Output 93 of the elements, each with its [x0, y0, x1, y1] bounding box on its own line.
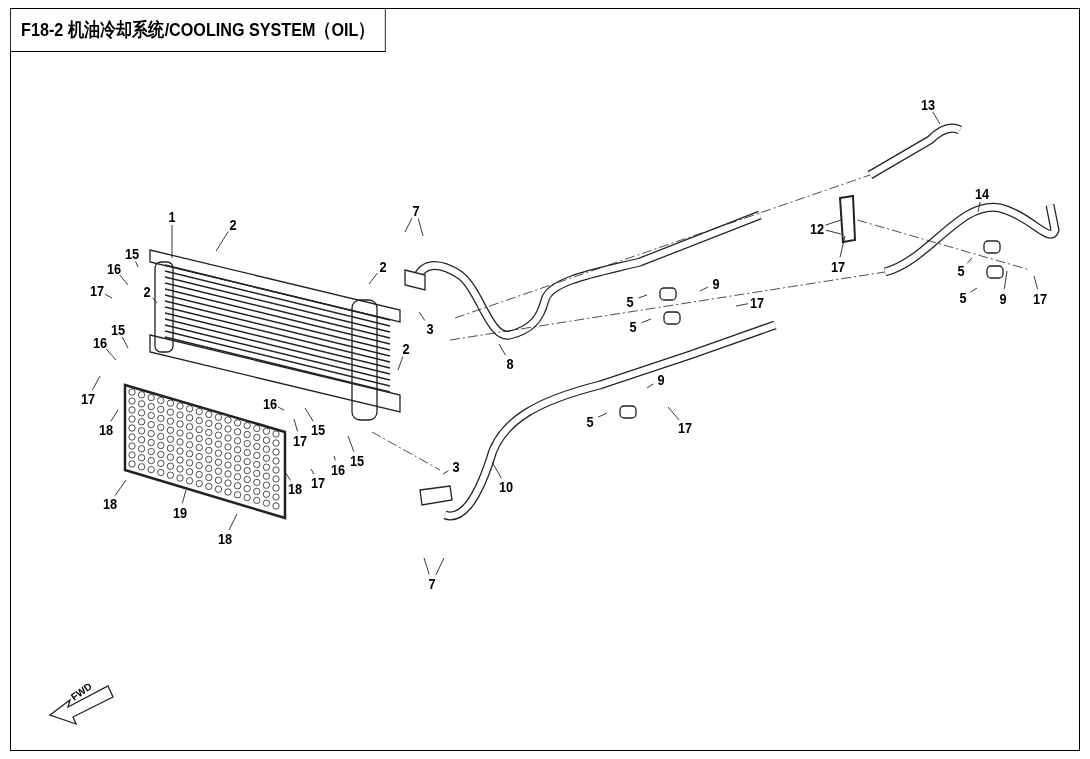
leader-line — [435, 557, 445, 576]
leader-line — [114, 479, 127, 497]
leader-line — [171, 224, 173, 259]
oil-cooler-drawing — [149, 249, 401, 421]
grille-drawing — [123, 383, 287, 520]
callout-number: 5 — [625, 292, 635, 310]
leader-line — [735, 303, 749, 307]
leader-line — [597, 412, 608, 418]
callout-number: 7 — [427, 574, 437, 592]
callout-number: 5 — [956, 261, 966, 279]
leader-line — [293, 418, 298, 432]
leader-line — [646, 383, 654, 389]
leader-line — [368, 272, 378, 285]
callout-number: 17 — [310, 473, 326, 491]
leader-line — [105, 348, 117, 361]
leader-line — [283, 469, 291, 481]
callout-number: 1 — [167, 207, 177, 225]
leader-line — [119, 274, 129, 286]
callout-number: 8 — [505, 354, 515, 372]
callout-number: 9 — [998, 289, 1008, 307]
callout-number: 2 — [378, 257, 388, 275]
callout-number: 5 — [628, 317, 638, 335]
leader-line — [333, 455, 336, 461]
callout-number: 5 — [585, 412, 595, 430]
callout-number: 13 — [920, 95, 936, 113]
leader-line — [970, 287, 978, 293]
callout-number: 17 — [80, 389, 96, 407]
leader-line — [135, 260, 139, 268]
callout-number: 15 — [124, 244, 140, 262]
callout-number: 17 — [89, 281, 105, 299]
leader-line — [1033, 275, 1039, 290]
callout-number: 3 — [451, 457, 461, 475]
callout-number: 3 — [425, 319, 435, 337]
leader-line — [825, 219, 842, 226]
callout-number: 9 — [711, 274, 721, 292]
leader-line — [638, 294, 648, 299]
leader-line — [667, 406, 680, 421]
leader-line — [228, 513, 238, 531]
callout-number: 2 — [401, 339, 411, 357]
callout-number: 15 — [110, 320, 126, 338]
callout-number: 10 — [498, 477, 514, 495]
callout-number: 12 — [809, 219, 825, 237]
callout-number: 18 — [98, 420, 114, 438]
callout-number: 15 — [349, 451, 365, 469]
callout-number: 17 — [1032, 289, 1048, 307]
leader-line — [423, 557, 430, 575]
leader-line — [498, 343, 506, 356]
leader-line — [104, 293, 113, 299]
callout-number: 2 — [142, 282, 152, 300]
leader-line — [215, 231, 229, 252]
leader-line — [839, 235, 846, 258]
callout-number: 17 — [749, 293, 765, 311]
bracket-drawing — [838, 194, 857, 244]
leader-line — [977, 201, 981, 213]
callout-number: 18 — [102, 494, 118, 512]
callout-number: 17 — [677, 418, 693, 436]
leader-line — [640, 318, 652, 324]
leader-line — [699, 286, 709, 292]
leader-line — [304, 407, 314, 422]
leader-line — [110, 409, 119, 422]
callout-number: 16 — [106, 259, 122, 277]
leader-line — [404, 217, 413, 233]
leader-line — [825, 229, 842, 235]
leader-line — [417, 218, 424, 237]
callout-number: 17 — [292, 431, 308, 449]
callout-number: 18 — [287, 479, 303, 497]
callout-number: 15 — [310, 420, 326, 438]
callout-number: 16 — [262, 394, 278, 412]
callout-number: 17 — [830, 257, 846, 275]
leader-line — [277, 406, 285, 411]
callout-number: 16 — [92, 333, 108, 351]
callout-number: 18 — [217, 529, 233, 547]
leader-line — [966, 257, 973, 264]
leader-line — [491, 461, 502, 479]
callout-number: 7 — [411, 201, 421, 219]
leader-line — [181, 489, 187, 504]
callout-number: 9 — [656, 370, 666, 388]
leader-line — [418, 311, 426, 322]
callout-number: 14 — [974, 184, 990, 202]
diagram-title: F18-2 机油冷却系统/COOLING SYSTEM（OIL） — [10, 8, 386, 52]
leader-line — [347, 435, 355, 452]
callout-number: 19 — [172, 503, 188, 521]
leader-line — [91, 375, 101, 391]
leader-line — [121, 336, 129, 349]
leader-line — [152, 297, 158, 304]
callout-number: 16 — [330, 460, 346, 478]
leader-line — [310, 468, 315, 475]
leader-line — [1003, 270, 1008, 290]
callout-number: 2 — [228, 215, 238, 233]
leader-line — [397, 356, 404, 371]
leader-line — [932, 111, 941, 125]
leader-line — [442, 470, 449, 475]
callout-number: 5 — [958, 288, 968, 306]
